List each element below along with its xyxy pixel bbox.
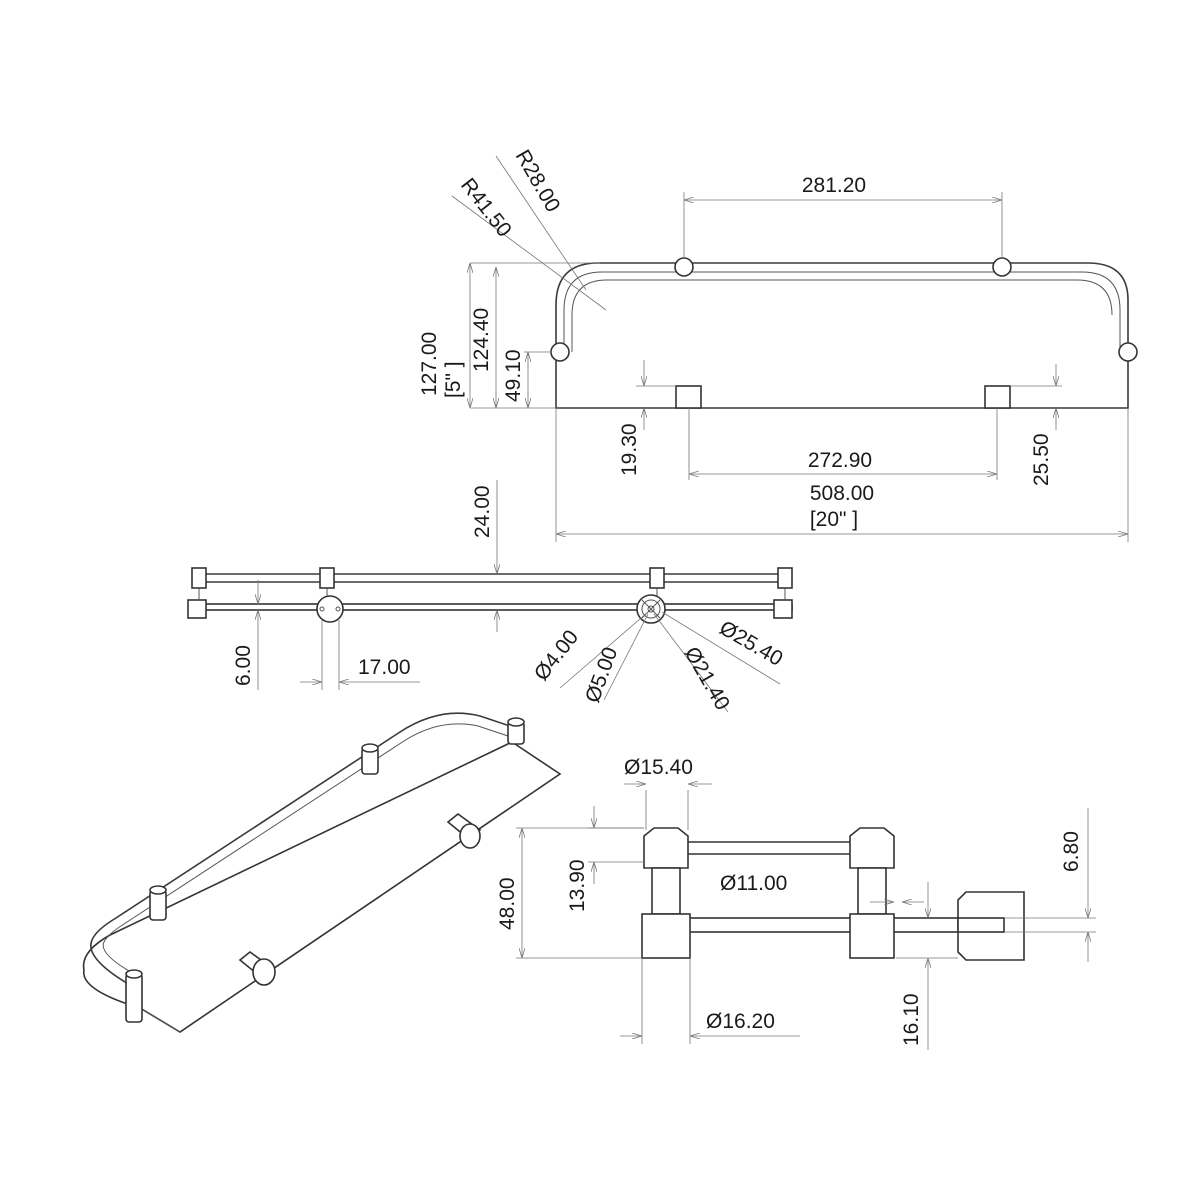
dim-281-label: 281.20 [802,174,866,197]
iso-rail [90,712,517,986]
shelf-outline [555,262,1129,409]
iso-posts [125,717,525,1023]
rail-inner-line [563,271,1121,352]
dim-6-label: 6.00 [232,645,255,686]
dim-d11-label: Ø11.00 [720,872,787,895]
dim-6-8-label: 6.80 [1060,831,1083,872]
front-post-2 [319,567,335,589]
dim-508-label: 508.00 [810,482,874,505]
side-view: Ø15.40 13.90 48.00 Ø11.00 Ø16.20 6.80 16 [496,756,1096,1050]
bracket-right [984,385,1011,409]
dim-25-label: 25.50 [1030,433,1053,486]
dim-20in-label: [20" ] [810,508,858,531]
end-cap-left [187,599,207,619]
dim-24-label: 24.00 [471,485,494,538]
side-post-left [643,827,689,869]
front-view: 24.00 6.00 17.00 Ø4.00 Ø5.00 Ø21.40 Ø25.… [187,480,793,714]
side-post-right-base [849,913,895,959]
dim-272-label: 272.90 [808,449,872,472]
dim-d16-label: Ø16.20 [706,1010,775,1033]
dim-d15-label: Ø15.40 [624,756,693,779]
dim-r28-label: R28.00 [511,146,565,216]
side-glass [655,917,1005,933]
dim-16-label: 16.10 [900,993,923,1046]
dim-19-label: 19.30 [618,423,641,476]
dim-124-label: 124.40 [470,308,493,372]
rail-post-side-right [1118,342,1138,362]
rail-post-top-left [674,257,694,277]
dim-d5-label: Ø5.00 [581,644,622,706]
front-post-3 [649,567,665,589]
glass-front [191,603,793,611]
dim-d4-label: Ø4.00 [530,626,583,685]
bracket-left [675,385,702,409]
front-post-1 [191,567,207,589]
dim-d21-label: Ø21.40 [680,643,734,714]
top-view: 281.20 R41.50 R28.00 127.00 [5" ] 124.40… [418,146,1138,542]
dim-17-label: 17.00 [358,656,411,679]
dim-13-label: 13.90 [566,859,589,912]
side-post-left-base [641,913,691,959]
iso-brackets [238,812,482,986]
front-post-4 [777,567,793,589]
dim-49-label: 49.10 [502,349,525,402]
front-bracket-left [316,595,344,623]
end-cap-right [773,599,793,619]
isometric-view [82,712,562,1033]
dim-5in-label: [5" ] [442,361,465,398]
dim-127-label: 127.00 [418,332,441,396]
rail-inner-line-2 [571,279,1113,352]
dim-48-label: 48.00 [496,877,519,930]
dim-r41-label: R41.50 [456,174,516,242]
rail-post-top-right [992,257,1012,277]
dim-d25-label: Ø25.40 [716,616,787,670]
side-post-right [849,827,895,869]
rail-post-side-left [550,342,570,362]
